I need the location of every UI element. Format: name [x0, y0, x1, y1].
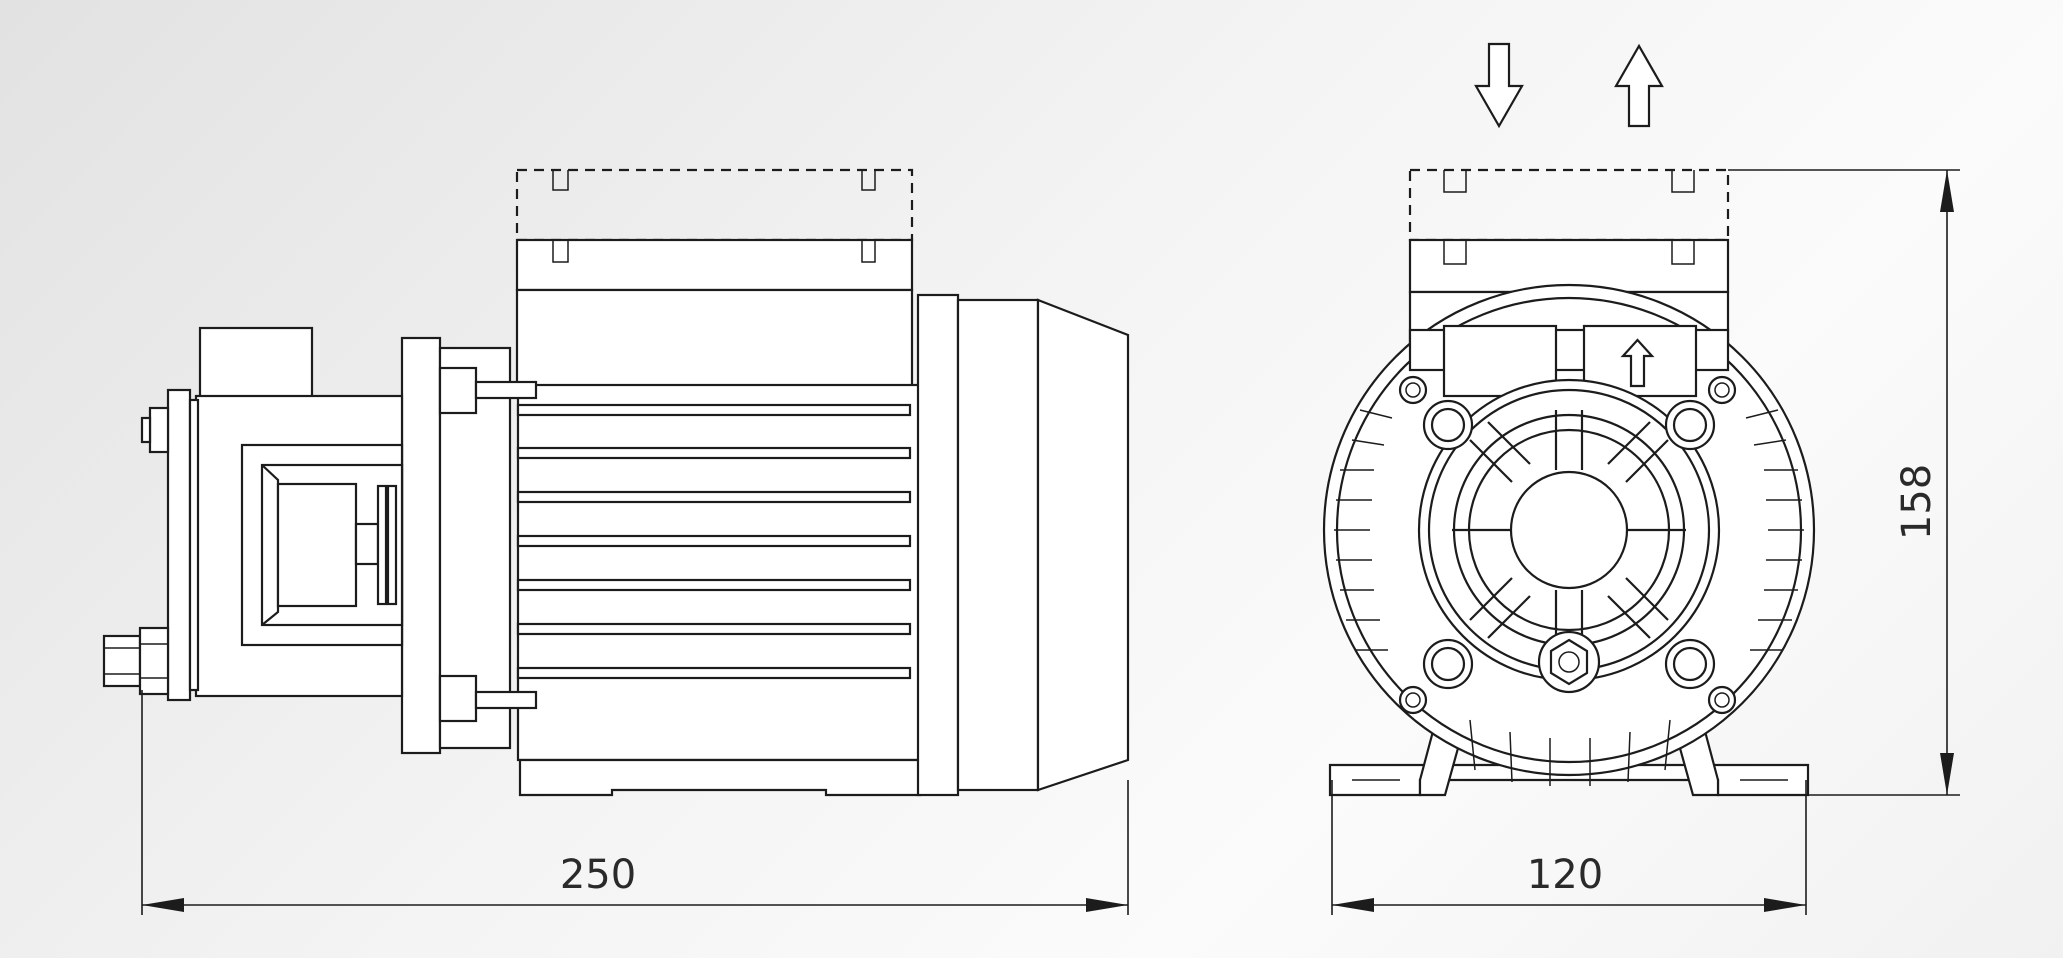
- dimension-label-length: 250: [560, 852, 636, 898]
- fan-cover-side: [916, 293, 1130, 797]
- inlet-arrow-icon: [1474, 42, 1524, 129]
- dimension-label-height: 158: [1894, 464, 1940, 540]
- pump-flange-side: [400, 336, 538, 755]
- rotation-arrow-icon: [1620, 338, 1655, 388]
- side-view: [102, 168, 1130, 915]
- dimension-width: 120: [1332, 852, 1806, 912]
- pump-bolts-front: [1422, 399, 1716, 694]
- dimension-length: 250: [142, 852, 1128, 912]
- flow-arrows: [1474, 42, 1664, 129]
- pump-bolts-side: [102, 406, 170, 696]
- outlet-arrow-icon: [1614, 43, 1664, 128]
- motor-housing-side: [516, 383, 922, 797]
- pump-head-side: [166, 326, 404, 702]
- pump-face-front: [1417, 378, 1721, 682]
- housing-bolts-front: [1398, 375, 1737, 715]
- dimension-height: 158: [1894, 170, 1954, 795]
- front-view: [1322, 42, 1960, 915]
- terminal-box-side: [515, 168, 914, 392]
- dimension-label-width: 120: [1527, 852, 1603, 898]
